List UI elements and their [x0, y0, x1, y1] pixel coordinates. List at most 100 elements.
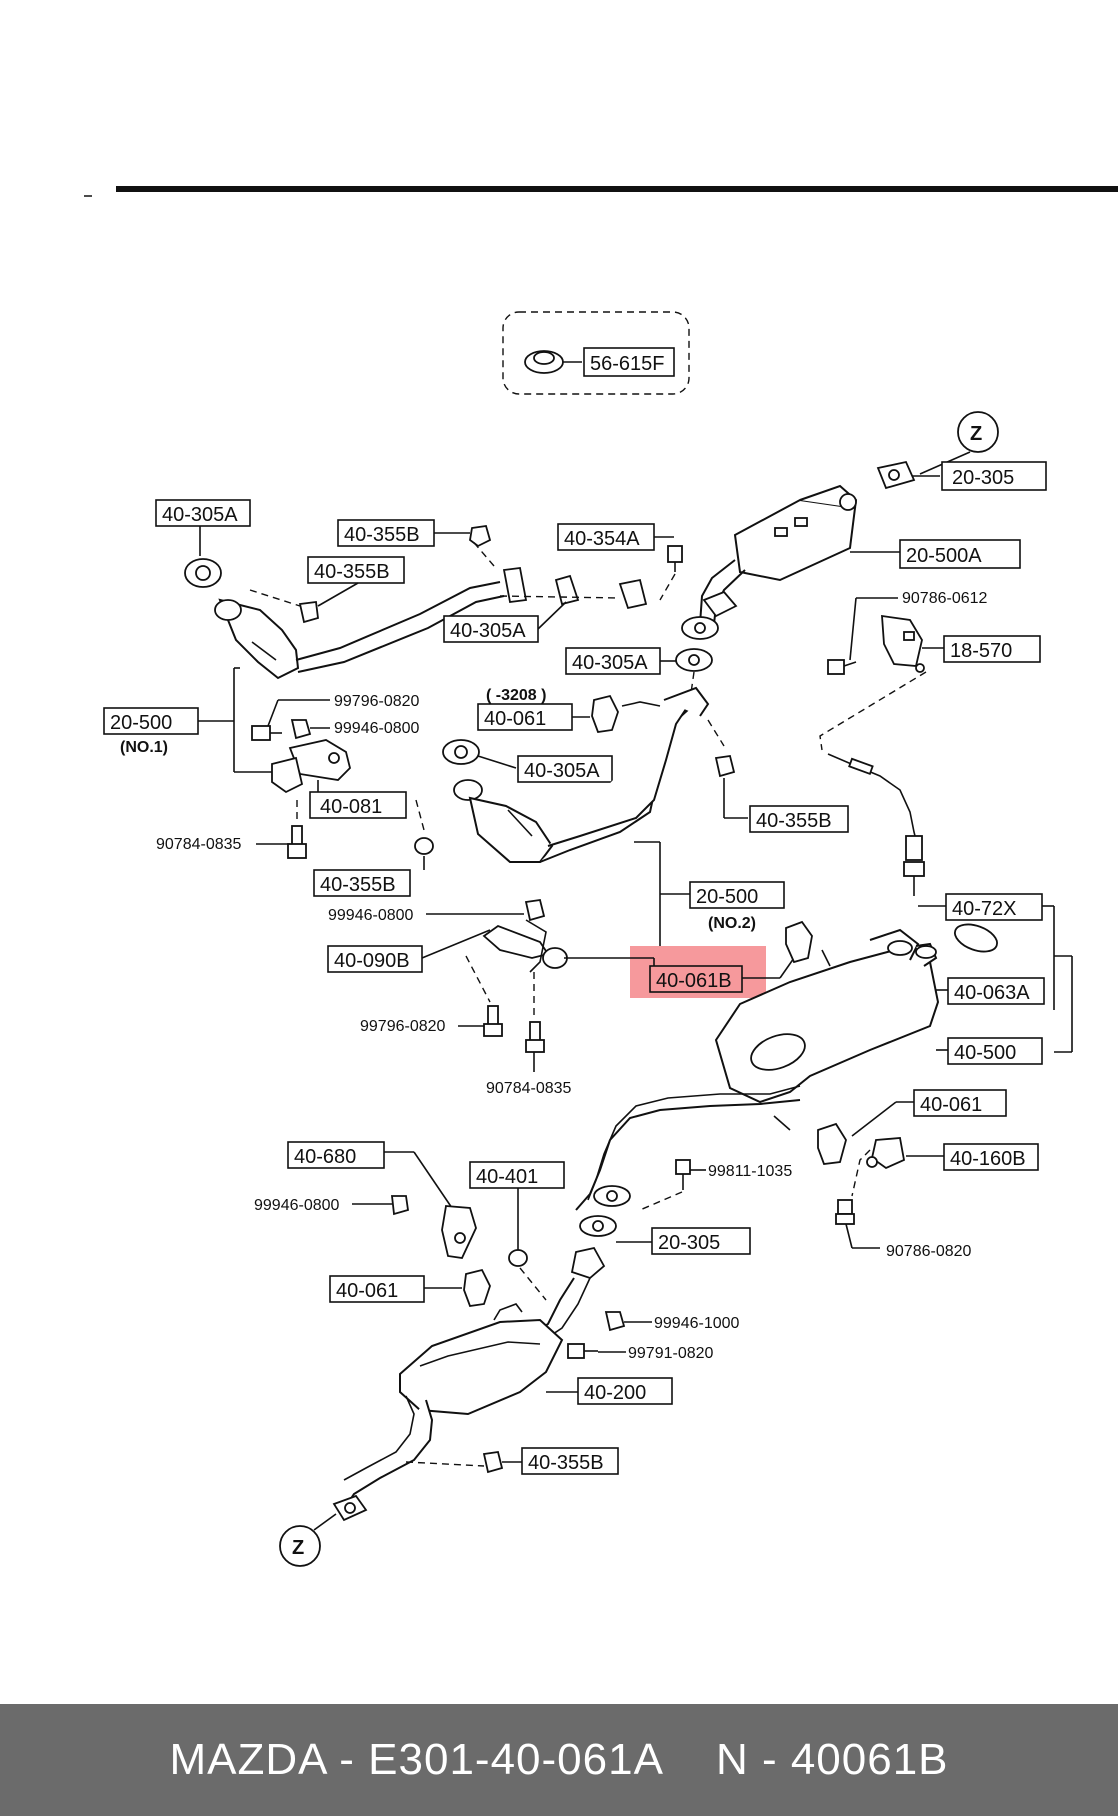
label-56-615F[interactable]: 56-615F: [590, 353, 665, 375]
flange-gasket-icon: [184, 558, 222, 588]
label-20-500-no1[interactable]: 20-500: [110, 712, 172, 734]
brand-part-number: MAZDA - E301-40-061A: [169, 1735, 664, 1784]
label-40-061-right[interactable]: 40-061: [920, 1094, 982, 1116]
label-99796-0820-a[interactable]: 99796-0820: [334, 693, 420, 710]
label-90786-0820[interactable]: 90786-0820: [886, 1243, 972, 1260]
label-99946-0800-a[interactable]: 99946-0800: [334, 720, 420, 737]
label-40-061-top[interactable]: 40-061: [484, 708, 546, 730]
nut-icon-6: [524, 898, 546, 922]
label-40-680[interactable]: 40-680: [294, 1146, 356, 1168]
main-muffler-icon: [575, 928, 940, 1211]
rear-muffler-icon: [332, 1303, 564, 1522]
oxygen-sensor-wire-icon: [827, 753, 925, 896]
label-20-305-lower[interactable]: 20-305: [658, 1232, 720, 1254]
label-3208[interactable]: ( -3208 ): [486, 687, 546, 704]
label-40-355B-b[interactable]: 40-355B: [314, 561, 390, 583]
parts-diagram-canvas: 56-615F Z 20-305 20-500A 40-305A 40: [84, 186, 1118, 1567]
oxygen-sensor-bracket-icon: [881, 614, 925, 673]
label-40-355B-a[interactable]: 40-355B: [344, 524, 420, 546]
label-18-570[interactable]: 18-570: [950, 640, 1012, 662]
flange-lower-icon: [442, 739, 480, 765]
front-pipe-no1-icon: [214, 581, 505, 680]
label-20-500A[interactable]: 20-500A: [906, 545, 982, 567]
front-pipe-no2-icon: [453, 686, 710, 863]
gasket-right-icon: [675, 648, 713, 672]
label-40-200[interactable]: 40-200: [584, 1382, 646, 1404]
label-99946-0800-b[interactable]: 99946-0800: [328, 907, 414, 924]
label-no1[interactable]: (NO.1): [120, 739, 168, 756]
nut-icon-8: [604, 1311, 626, 1332]
nut-icon-3: [290, 719, 312, 740]
bracket-icon: [482, 919, 550, 973]
bolt-icon-6: [525, 1021, 545, 1053]
hanger-icon: [441, 1205, 477, 1259]
label-40-401[interactable]: 40-401: [476, 1166, 538, 1188]
label-90784-0835-a[interactable]: 90784-0835: [156, 836, 242, 853]
label-40-305A-topleft[interactable]: 40-305A: [162, 504, 238, 526]
nut-icon-5: [414, 837, 434, 855]
label-99811-1035[interactable]: 99811-1035: [708, 1163, 792, 1180]
label-40-061-lower[interactable]: 40-061: [336, 1280, 398, 1302]
ring-icon: [508, 1249, 528, 1267]
bolt-icon: [659, 545, 683, 601]
hanger-bracket-icon-2: [866, 1137, 906, 1170]
label-40-061B[interactable]: 40-061B: [656, 970, 732, 992]
label-99946-0800-c[interactable]: 99946-0800: [254, 1197, 340, 1214]
bolt-icon-3: [251, 725, 282, 741]
nut-icon-2: [298, 600, 319, 624]
grommet-group-frame: [502, 311, 690, 395]
label-99791-0820[interactable]: 99791-0820: [628, 1345, 714, 1362]
bolt-icon-4: [287, 825, 307, 859]
label-40-355B-lowerright[interactable]: 40-355B: [528, 1452, 604, 1474]
label-99796-0820-b[interactable]: 99796-0820: [360, 1018, 446, 1035]
clamp-icon: [542, 947, 568, 969]
bolt-icon-8: [675, 1159, 691, 1190]
label-40-500[interactable]: 40-500: [954, 1042, 1016, 1064]
nut-icon: [469, 524, 492, 548]
hanger-bracket-icon: [271, 739, 351, 794]
rubber-hanger-icon: [591, 694, 619, 733]
label-40-355B-lowerleft[interactable]: 40-355B: [320, 874, 396, 896]
label-40-090B[interactable]: 40-090B: [334, 950, 410, 972]
rubber-hanger-icon-2: [785, 920, 813, 964]
rubber-hanger-icon-3: [817, 1122, 847, 1165]
label-20-500-no2[interactable]: 20-500: [696, 886, 758, 908]
label-20-305-top[interactable]: 20-305: [952, 467, 1014, 489]
gasket-icon: [876, 460, 916, 490]
label-40-305A-right[interactable]: 40-305A: [572, 652, 648, 674]
part-number-footer: MAZDA - E301-40-061A N - 40061B: [0, 1704, 1118, 1816]
label-40-354A[interactable]: 40-354A: [564, 528, 640, 550]
exhaust-system-diagram: 56-615F Z 20-305 20-500A 40-305A 40: [84, 186, 1118, 1567]
label-99946-1000[interactable]: 99946-1000: [654, 1315, 740, 1332]
nut-icon-7: [390, 1195, 410, 1216]
label-40-305A-mid[interactable]: 40-305A: [450, 620, 526, 642]
catalytic-converter-icon: [699, 484, 858, 625]
label-40-305A-lower[interactable]: 40-305A: [524, 760, 600, 782]
rubber-hanger-icon-4: [463, 1268, 491, 1307]
label-40-72X[interactable]: 40-72X: [952, 898, 1017, 920]
label-40-160B[interactable]: 40-160B: [950, 1148, 1026, 1170]
nut-icon-4: [714, 754, 736, 778]
nut-icon-9: [482, 1450, 504, 1474]
bolt-sensor-icon: [827, 659, 857, 675]
flange-icon: [502, 567, 648, 610]
insulator-icon: [954, 923, 998, 953]
bolt-icon-7: [835, 1199, 855, 1225]
pipe-link-icon: [702, 590, 738, 618]
z-marker-top: [957, 411, 999, 453]
grommet-icon: [524, 350, 564, 374]
label-40-355B-right[interactable]: 40-355B: [756, 810, 832, 832]
label-40-063A[interactable]: 40-063A: [954, 982, 1030, 1004]
highlight-40-061B: [630, 946, 766, 998]
z-marker-bottom-letter: Z: [292, 1537, 304, 1559]
label-90786-0612[interactable]: 90786-0612: [902, 590, 988, 607]
bolt-icon-9: [567, 1343, 598, 1359]
bolt-icon-5: [483, 1005, 503, 1037]
label-40-081[interactable]: 40-081: [320, 796, 382, 818]
gasket-lower-icon: [579, 1185, 631, 1237]
z-marker-bottom: [279, 1525, 321, 1567]
n-part-number: N - 40061B: [715, 1735, 949, 1784]
label-90784-0835-b[interactable]: 90784-0835: [486, 1080, 572, 1097]
gasket-mid-icon: [681, 616, 719, 640]
label-no2[interactable]: (NO.2): [708, 915, 756, 932]
